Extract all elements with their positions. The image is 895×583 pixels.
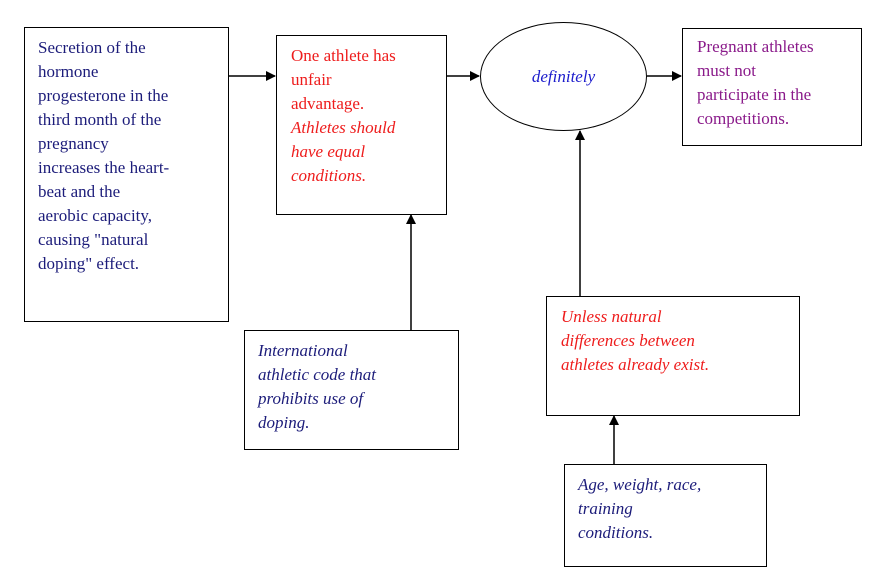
premise-box: Secretion of the hormone progesterone in… bbox=[24, 27, 229, 322]
inference-line: advantage. bbox=[291, 94, 365, 113]
rebuttal-line: athletes already exist. bbox=[561, 355, 710, 374]
rebuttal-line: Unless natural bbox=[561, 307, 662, 326]
premise-line: causing "natural bbox=[38, 230, 149, 249]
inference-box: One athlete has unfair advantage. Athlet… bbox=[276, 35, 447, 215]
premise-line: pregnancy bbox=[38, 134, 109, 153]
rebuttal-backing-line: Age, weight, race, bbox=[578, 475, 702, 494]
warrant-backing-line: prohibits use of bbox=[258, 389, 364, 408]
warrant-backing-box: International athletic code that prohibi… bbox=[244, 330, 459, 450]
inference-line: One athlete has bbox=[291, 46, 396, 65]
conclusion-line: participate in the bbox=[697, 85, 812, 104]
qualifier-label: definitely bbox=[531, 66, 596, 86]
conclusion-line: competitions. bbox=[697, 109, 790, 128]
inference-italic-line: conditions. bbox=[291, 166, 367, 185]
premise-line: hormone bbox=[38, 62, 99, 81]
qualifier-ellipse: definitely bbox=[480, 22, 647, 131]
inference-italic-line: Athletes should bbox=[291, 118, 396, 137]
premise-line: doping" effect. bbox=[38, 254, 140, 273]
rebuttal-backing-line: conditions. bbox=[578, 523, 654, 542]
warrant-backing-line: doping. bbox=[258, 413, 310, 432]
inference-italic-line: have equal bbox=[291, 142, 366, 161]
premise-line: aerobic capacity, bbox=[38, 206, 153, 225]
premise-line: beat and the bbox=[38, 182, 121, 201]
inference-line: unfair bbox=[291, 70, 332, 89]
warrant-backing-line: International bbox=[258, 341, 348, 360]
premise-line: progesterone in the bbox=[38, 86, 169, 105]
conclusion-box: Pregnant athletes must not participate i… bbox=[682, 28, 862, 146]
conclusion-line: Pregnant athletes bbox=[697, 37, 814, 56]
rebuttal-backing-box: Age, weight, race, training conditions. bbox=[564, 464, 767, 567]
rebuttal-box: Unless natural differences between athle… bbox=[546, 296, 800, 416]
premise-line: third month of the bbox=[38, 110, 162, 129]
premise-line: Secretion of the bbox=[38, 38, 146, 57]
rebuttal-backing-line: training bbox=[578, 499, 633, 518]
warrant-backing-line: athletic code that bbox=[258, 365, 377, 384]
conclusion-line: must not bbox=[697, 61, 757, 80]
premise-line: increases the heart- bbox=[38, 158, 170, 177]
rebuttal-line: differences between bbox=[561, 331, 695, 350]
